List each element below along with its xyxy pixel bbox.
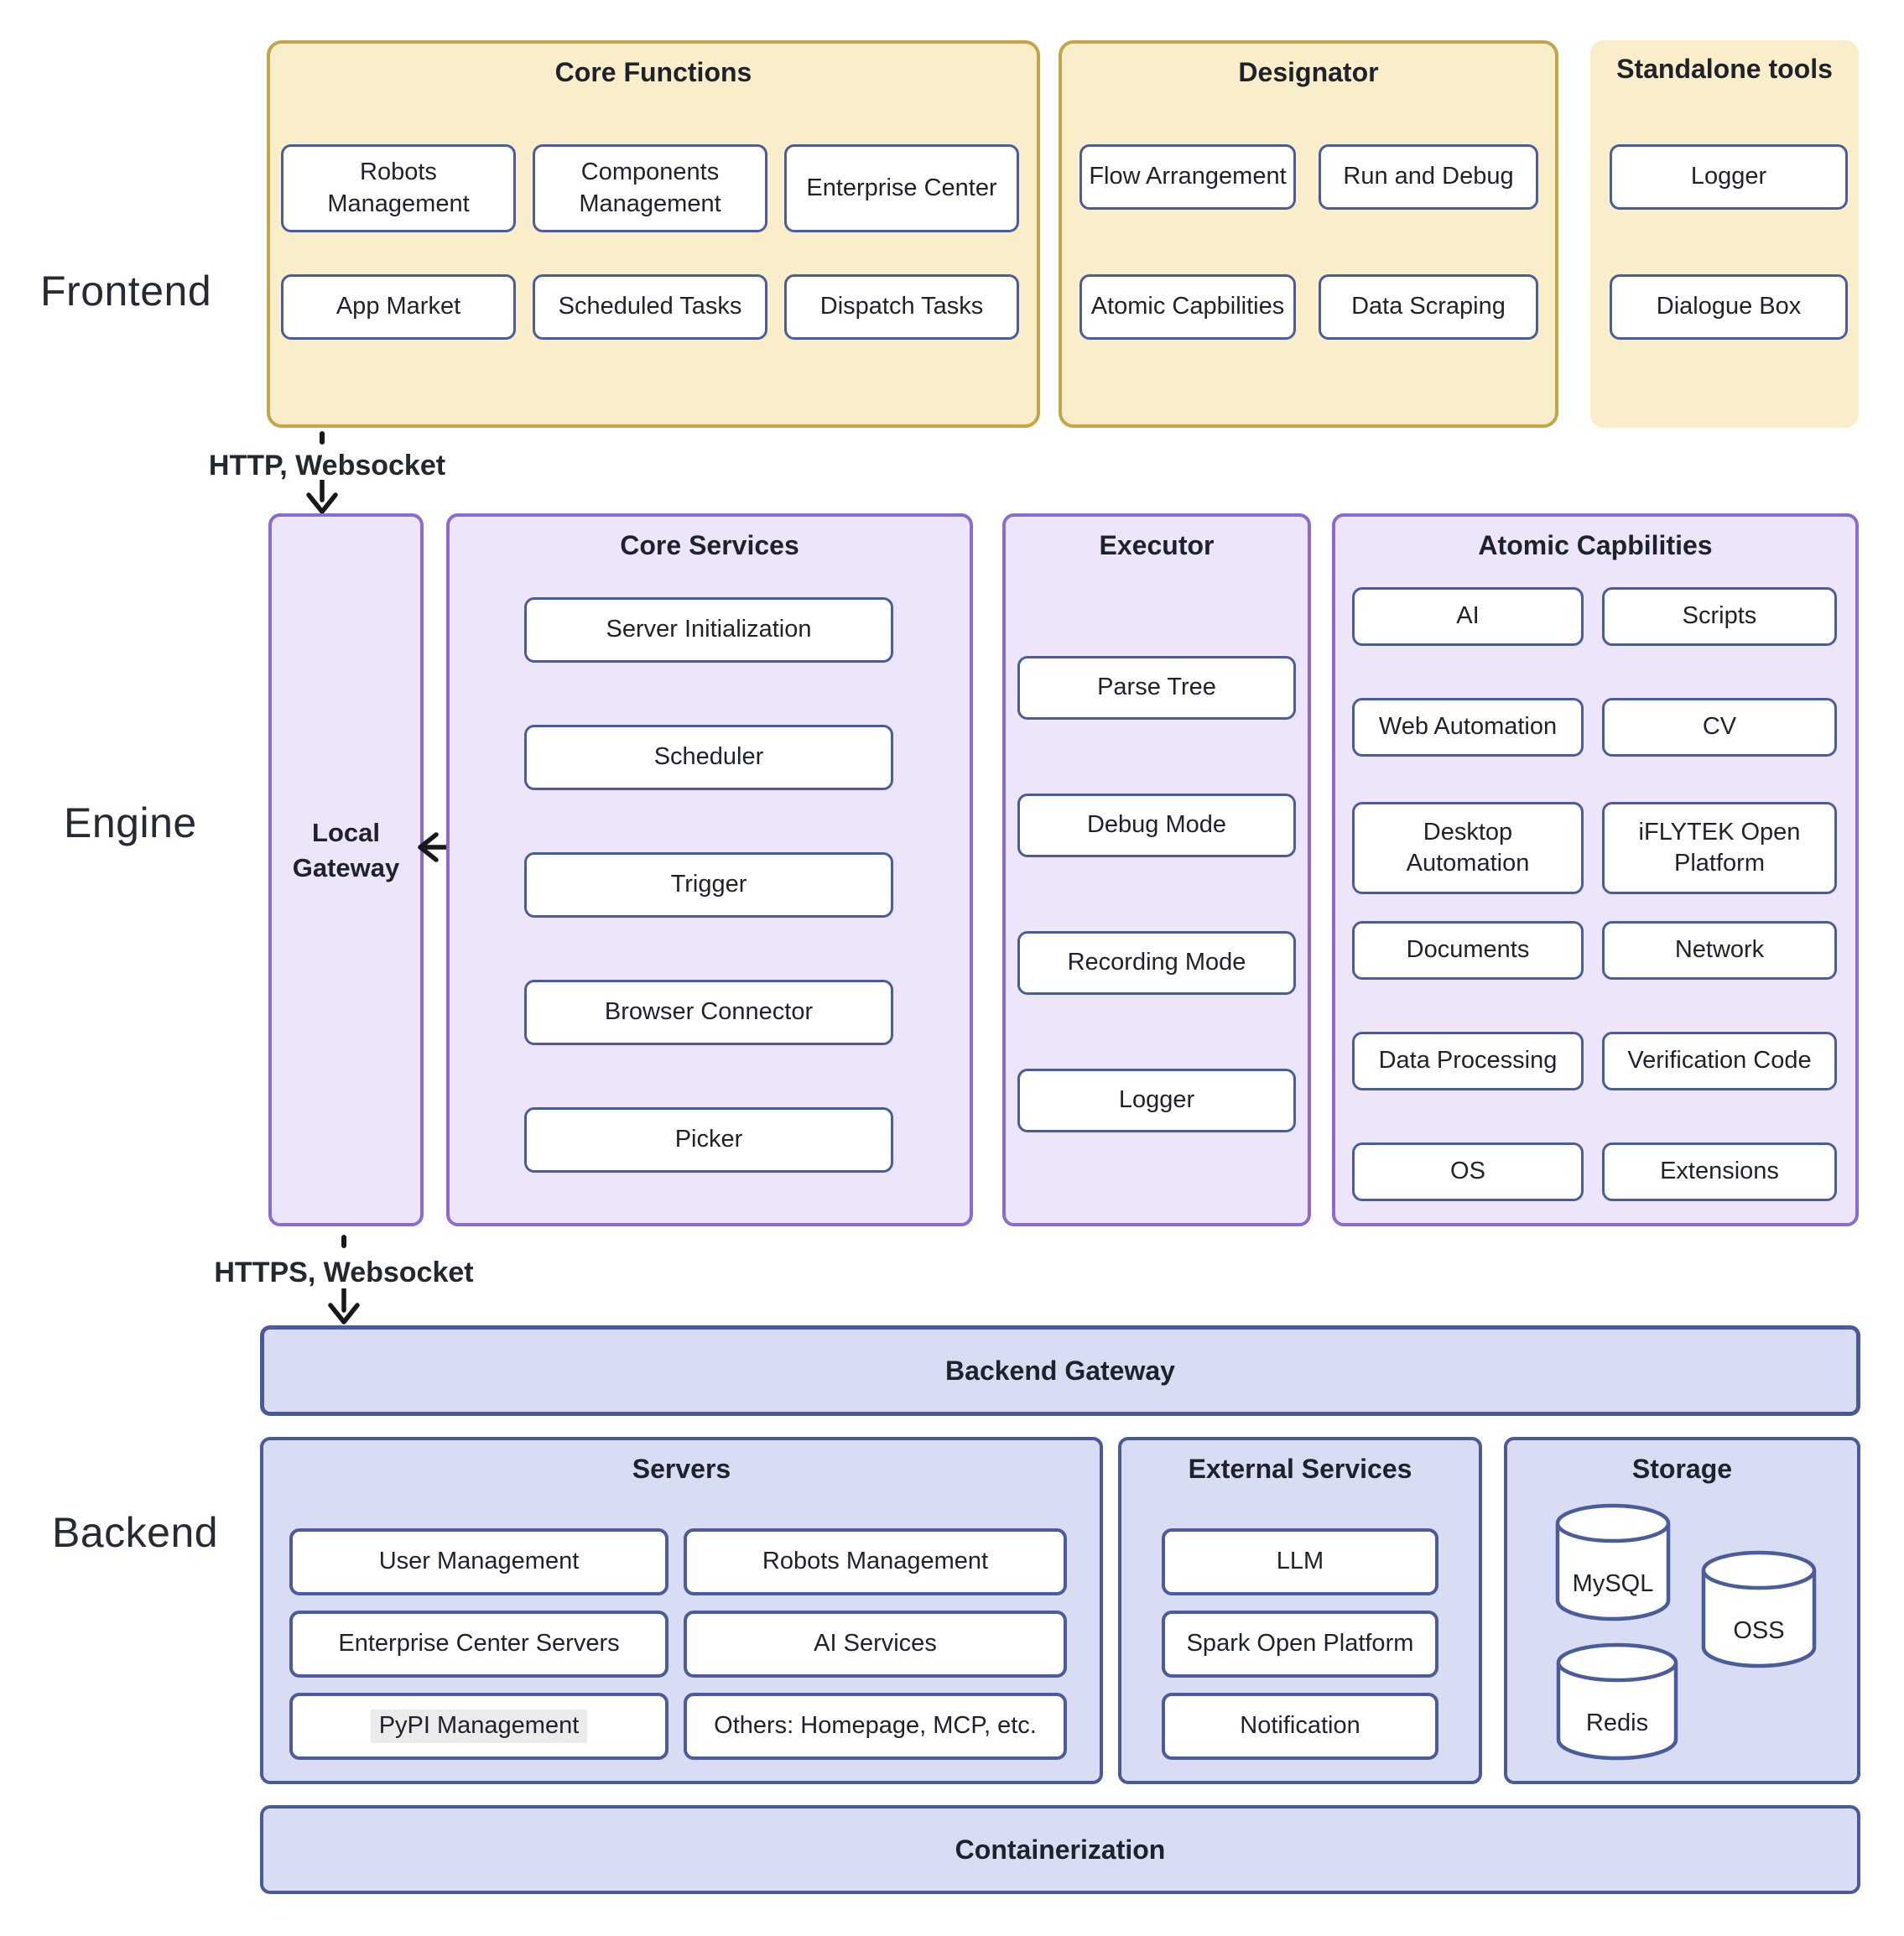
- node-app-market: App Market: [281, 274, 516, 340]
- node-browser-connector: Browser Connector: [524, 980, 893, 1045]
- node-verification-code: Verification Code: [1602, 1032, 1837, 1090]
- database-redis: Redis: [1554, 1641, 1680, 1763]
- panel-title-standalone-tools: Standalone tools: [1616, 54, 1833, 84]
- node-pypi-management: PyPI Management: [289, 1693, 668, 1760]
- arrow-left-icon: [418, 832, 451, 862]
- node-web-automation: Web Automation: [1352, 698, 1584, 757]
- node-cv: CV: [1602, 698, 1837, 757]
- section-label-backend: Backend: [52, 1509, 219, 1556]
- node-server-initialization: Server Initialization: [524, 597, 893, 663]
- connector-dash-top: [320, 431, 325, 445]
- node-picker: Picker: [524, 1107, 893, 1173]
- redis-label: Redis: [1585, 1709, 1649, 1736]
- node-llm: LLM: [1162, 1528, 1438, 1595]
- node-scripts: Scripts: [1602, 587, 1837, 646]
- node-run-and-debug: Run and Debug: [1319, 144, 1538, 210]
- node-documents: Documents: [1352, 921, 1584, 980]
- local-gateway-label: Local Gateway: [292, 818, 400, 882]
- node-robots-management-server: Robots Management: [684, 1528, 1067, 1595]
- panel-title-external-services: External Services: [1188, 1454, 1412, 1484]
- panel-title-atomic-capbilities: Atomic Capbilities: [1478, 530, 1713, 560]
- node-network: Network: [1602, 921, 1837, 980]
- panel-title-executor: Executor: [1099, 530, 1215, 560]
- database-mysql: MySQL: [1553, 1501, 1673, 1624]
- connector-label-http: HTTP, Websocket: [208, 450, 446, 481]
- panel-containerization: Containerization: [260, 1805, 1860, 1894]
- database-cylinder-icon: [1555, 1503, 1671, 1621]
- node-trigger: Trigger: [524, 852, 893, 918]
- node-atomic-capbilities-frontend: Atomic Capbilities: [1079, 274, 1296, 340]
- section-label-frontend: Frontend: [40, 268, 212, 315]
- node-desktop-automation: Desktop Automation: [1352, 802, 1584, 894]
- panel-title-servers: Servers: [632, 1454, 731, 1484]
- node-enterprise-center-servers: Enterprise Center Servers: [289, 1611, 668, 1678]
- backend-gateway-label: Backend Gateway: [945, 1355, 1175, 1386]
- panel-core-functions: Core Functions: [267, 40, 1040, 428]
- node-recording-mode: Recording Mode: [1017, 931, 1296, 995]
- node-components-management: Components Management: [533, 144, 767, 232]
- node-flow-arrangement: Flow Arrangement: [1079, 144, 1296, 210]
- section-label-engine: Engine: [64, 799, 197, 846]
- database-cylinder-icon: [1701, 1550, 1817, 1668]
- panel-local-gateway: Local Gateway: [268, 513, 424, 1226]
- node-dialogue-box: Dialogue Box: [1610, 274, 1848, 340]
- containerization-label: Containerization: [955, 1834, 1166, 1865]
- node-notification: Notification: [1162, 1693, 1438, 1760]
- panel-title-storage: Storage: [1631, 1454, 1733, 1484]
- node-others-homepage-mcp: Others: Homepage, MCP, etc.: [684, 1693, 1067, 1760]
- node-logger-executor: Logger: [1017, 1069, 1296, 1132]
- node-enterprise-center: Enterprise Center: [784, 144, 1019, 232]
- panel-backend-gateway: Backend Gateway: [260, 1325, 1860, 1416]
- node-user-management: User Management: [289, 1528, 668, 1595]
- database-cylinder-icon: [1556, 1642, 1678, 1761]
- panel-title-designator: Designator: [1238, 57, 1379, 87]
- node-dispatch-tasks: Dispatch Tasks: [784, 274, 1019, 340]
- panel-standalone-tools: Standalone tools: [1590, 40, 1859, 428]
- node-data-scraping: Data Scraping: [1319, 274, 1538, 340]
- node-debug-mode: Debug Mode: [1017, 794, 1296, 857]
- connector-dash-bottom: [341, 1235, 346, 1248]
- arrow-down-icon: [328, 1288, 360, 1324]
- database-oss: OSS: [1699, 1548, 1818, 1671]
- oss-label: OSS: [1733, 1616, 1785, 1644]
- panel-title-core-functions: Core Functions: [554, 57, 752, 87]
- node-logger-standalone: Logger: [1610, 144, 1848, 210]
- connector-label-https: HTTPS, Websocket: [214, 1257, 474, 1288]
- arrow-down-icon: [306, 480, 338, 514]
- node-data-processing: Data Processing: [1352, 1032, 1584, 1090]
- node-scheduler: Scheduler: [524, 725, 893, 790]
- node-spark-open-platform: Spark Open Platform: [1162, 1611, 1438, 1678]
- mysql-label: MySQL: [1572, 1569, 1654, 1597]
- node-ai-services: AI Services: [684, 1611, 1067, 1678]
- node-scheduled-tasks: Scheduled Tasks: [533, 274, 767, 340]
- node-robots-management: Robots Management: [281, 144, 516, 232]
- panel-designator: Designator: [1059, 40, 1558, 428]
- node-extensions: Extensions: [1602, 1142, 1837, 1201]
- panel-title-core-services: Core Services: [620, 530, 799, 560]
- node-iflytek-open-platform: iFLYTEK Open Platform: [1602, 802, 1837, 894]
- pypi-management-label: PyPI Management: [370, 1710, 588, 1743]
- node-os: OS: [1352, 1142, 1584, 1201]
- node-parse-tree: Parse Tree: [1017, 656, 1296, 720]
- node-ai: AI: [1352, 587, 1584, 646]
